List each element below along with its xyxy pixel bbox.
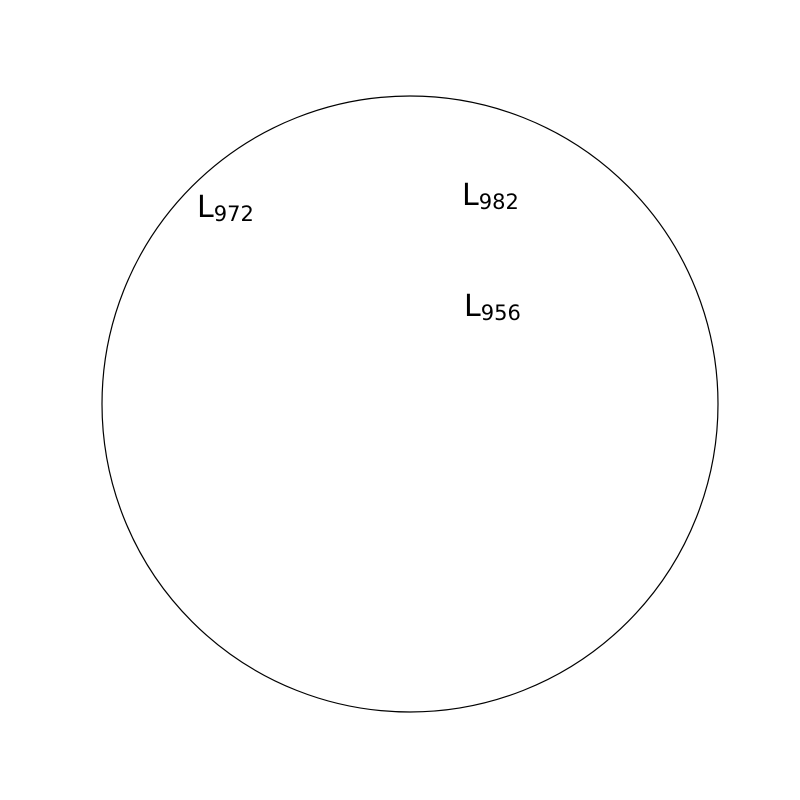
label-l982: L982: [462, 178, 519, 214]
label-l956: L956: [464, 289, 521, 325]
label-l982-main: L: [462, 178, 479, 213]
label-l956-main: L: [464, 289, 481, 324]
label-l972: L972: [197, 190, 254, 226]
label-l956-sub: 956: [481, 301, 521, 325]
label-l972-main: L: [197, 190, 214, 225]
label-l982-sub: 982: [479, 190, 519, 214]
label-l972-sub: 972: [214, 202, 254, 226]
circle-outline: [101, 95, 719, 713]
